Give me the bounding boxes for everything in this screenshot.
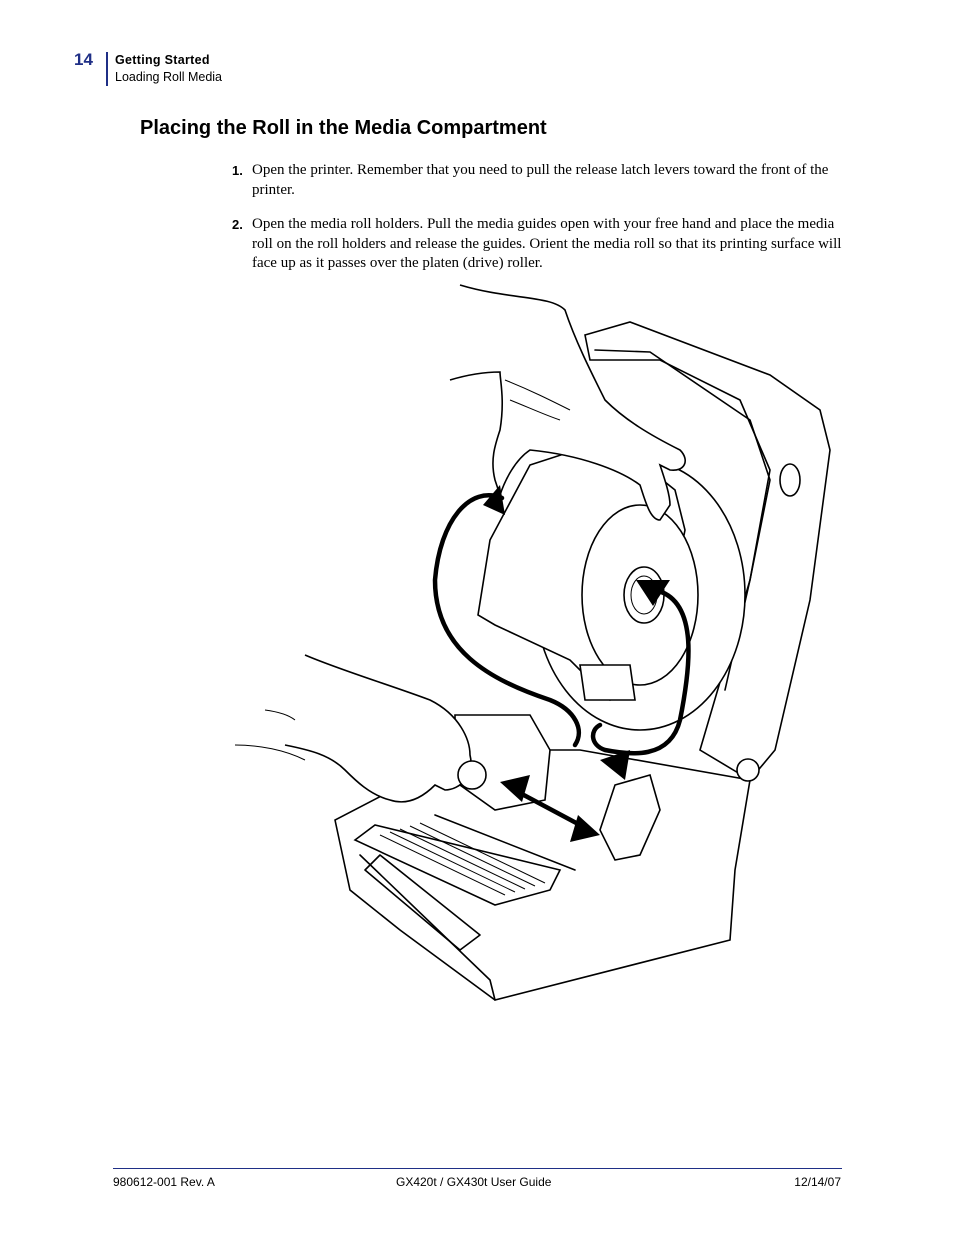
arrow-head-icon bbox=[570, 815, 600, 842]
steps-list: 1. Open the printer. Remember that you n… bbox=[232, 161, 844, 289]
printer-illustration bbox=[234, 284, 831, 1001]
arrow-head-icon bbox=[600, 750, 630, 780]
arrow-head-icon bbox=[636, 580, 670, 606]
section-heading: Placing the Roll in the Media Compartmen… bbox=[140, 117, 547, 139]
footer-document-number: 980612-001 Rev. A bbox=[113, 1175, 215, 1189]
upper-hand-fingers bbox=[504, 379, 571, 421]
arrow-head-icon bbox=[483, 485, 505, 515]
step-text: Open the media roll holders. Pull the me… bbox=[252, 216, 842, 271]
step-text: Open the printer. Remember that you need… bbox=[252, 162, 829, 198]
printer-base-front bbox=[359, 854, 496, 1001]
roll-spindle bbox=[579, 664, 636, 701]
page-number: 14 bbox=[74, 50, 93, 69]
lid-hinge-knob bbox=[736, 758, 760, 782]
step-number: 1. bbox=[232, 163, 243, 178]
right-roll-holder bbox=[599, 774, 661, 861]
upper-hand bbox=[449, 284, 686, 521]
step-item: 1. Open the printer. Remember that you n… bbox=[232, 161, 844, 200]
curved-arrow-left bbox=[432, 493, 582, 748]
thumb-grip bbox=[457, 760, 487, 790]
lower-hand-fingers bbox=[234, 709, 306, 761]
printer-lid-inner bbox=[594, 349, 771, 691]
step-number: 2. bbox=[232, 217, 243, 232]
double-arrow bbox=[517, 790, 583, 828]
guide-rail bbox=[434, 814, 576, 871]
platen-ridges bbox=[379, 822, 546, 896]
platen-roller bbox=[353, 824, 562, 906]
step-item: 2. Open the media roll holders. Pull the… bbox=[232, 215, 844, 274]
header-divider bbox=[106, 52, 108, 86]
arrow-head-icon bbox=[500, 775, 530, 802]
printer-base-front-panel bbox=[364, 854, 481, 951]
lid-latch bbox=[779, 463, 801, 497]
header-section: Getting Started bbox=[115, 53, 210, 67]
curved-arrow-right bbox=[590, 587, 691, 756]
lower-hand bbox=[284, 654, 472, 803]
footer-guide-title: GX420t / GX430t User Guide bbox=[396, 1175, 552, 1189]
header-subsection: Loading Roll Media bbox=[115, 70, 223, 84]
footer-divider bbox=[113, 1168, 842, 1169]
footer-date: 12/14/07 bbox=[794, 1175, 841, 1189]
